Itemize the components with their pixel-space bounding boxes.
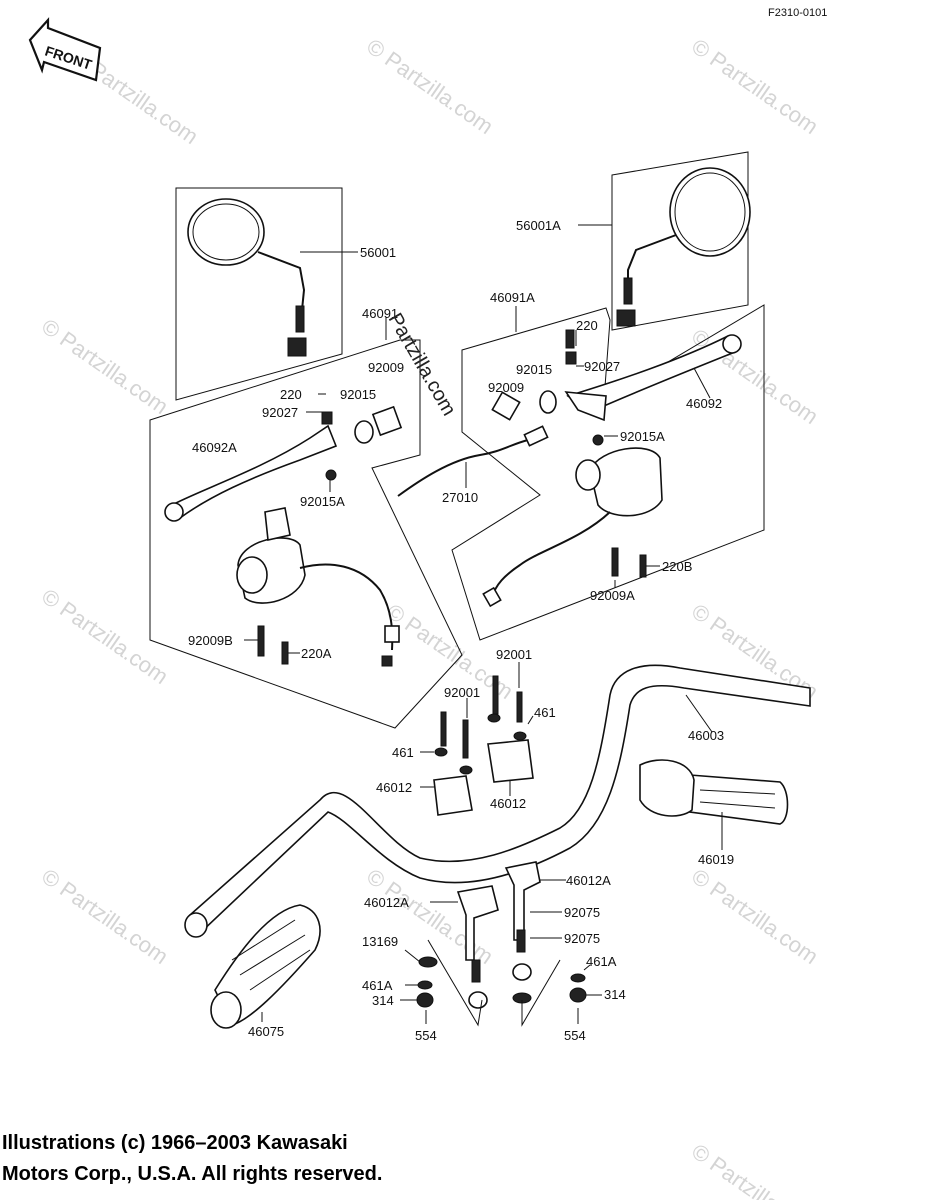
copyright-line-1: Illustrations (c) 1966–2003 Kawasaki	[2, 1132, 348, 1154]
callout-label: 46012A	[364, 895, 409, 910]
callout-label: 92027	[262, 405, 298, 420]
watermark: © Partzilla.com	[362, 34, 498, 140]
callout-label: 27010	[442, 490, 478, 505]
clutch-lever	[168, 424, 338, 520]
mirror-left-group	[175, 187, 343, 401]
callout-label: 92015	[340, 387, 376, 402]
callout-label: 554	[564, 1028, 586, 1043]
callout-label: 92015A	[620, 429, 665, 444]
callout-label: 220A	[301, 646, 332, 661]
clamps	[433, 675, 534, 816]
callout-label: 46012A	[566, 873, 611, 888]
right-switch-housing	[589, 447, 663, 517]
diagram-code: F2310-0101	[768, 7, 827, 19]
callout-label: 554	[415, 1028, 437, 1043]
right-control-group	[451, 304, 765, 641]
callout-label: 220	[576, 318, 598, 333]
callout-label: 46012	[490, 796, 526, 811]
front-arrow-icon: FRONT	[28, 17, 102, 82]
callout-label: 46091A	[490, 290, 535, 305]
callout-label: 220	[280, 387, 302, 402]
callout-label: 314	[372, 993, 394, 1008]
mirror-right	[669, 167, 751, 257]
copyright-line-2: Motors Corp., U.S.A. All rights reserved…	[2, 1163, 383, 1185]
mirror-left	[187, 198, 265, 266]
callout-label: 56001	[360, 245, 396, 260]
callout-label: 92009A	[590, 588, 635, 603]
callout-label: 92009B	[188, 633, 233, 648]
callout-label: 46075	[248, 1024, 284, 1039]
callout-label: 13169	[362, 934, 398, 949]
callout-label: 92075	[564, 905, 600, 920]
callout-label: 92009	[488, 380, 524, 395]
callouts: 56001 56001A 46091 46091A 220 92015 9202…	[188, 218, 734, 1043]
watermark: © Partzilla.com	[37, 584, 173, 690]
watermark: © Partzilla.com	[687, 34, 823, 140]
callout-label: 46091	[362, 306, 398, 321]
callout-label: 46092A	[192, 440, 237, 455]
callout-label: 461A	[362, 978, 393, 993]
callout-label: 46012	[376, 780, 412, 795]
callout-label: 461	[534, 705, 556, 720]
handlebar	[184, 664, 811, 938]
callout-label: 92015A	[300, 494, 345, 509]
callout-label: 461	[392, 745, 414, 760]
left-control-group	[149, 339, 463, 729]
callout-label: 46003	[688, 728, 724, 743]
watermark: © Partzilla.com	[37, 314, 173, 420]
watermark: © Partzilla.com	[37, 864, 173, 970]
mirror-right-group	[611, 151, 751, 331]
callout-label: 314	[604, 987, 626, 1002]
callout-label: 56001A	[516, 218, 561, 233]
switch-cable	[397, 439, 529, 497]
callout-label: 92075	[564, 931, 600, 946]
callout-label: 92009	[368, 360, 404, 375]
callout-label: 92027	[584, 359, 620, 374]
callout-label: 46092	[686, 396, 722, 411]
watermark: © Partzilla.com	[687, 324, 823, 430]
risers	[416, 861, 587, 1027]
callout-label: 46019	[698, 852, 734, 867]
copyright-notice: Illustrations (c) 1966–2003 Kawasaki Mot…	[2, 1128, 382, 1190]
callout-label: 461A	[586, 954, 617, 969]
callout-label: 92015	[516, 362, 552, 377]
grip-right	[639, 759, 789, 825]
callout-label: 92001	[444, 685, 480, 700]
watermark: © Partzilla.com	[687, 864, 823, 970]
watermark: © Partzilla.com	[687, 1139, 823, 1200]
callout-label: 92001	[496, 647, 532, 662]
grip-left	[210, 904, 321, 1029]
callout-label: 220B	[662, 559, 692, 574]
